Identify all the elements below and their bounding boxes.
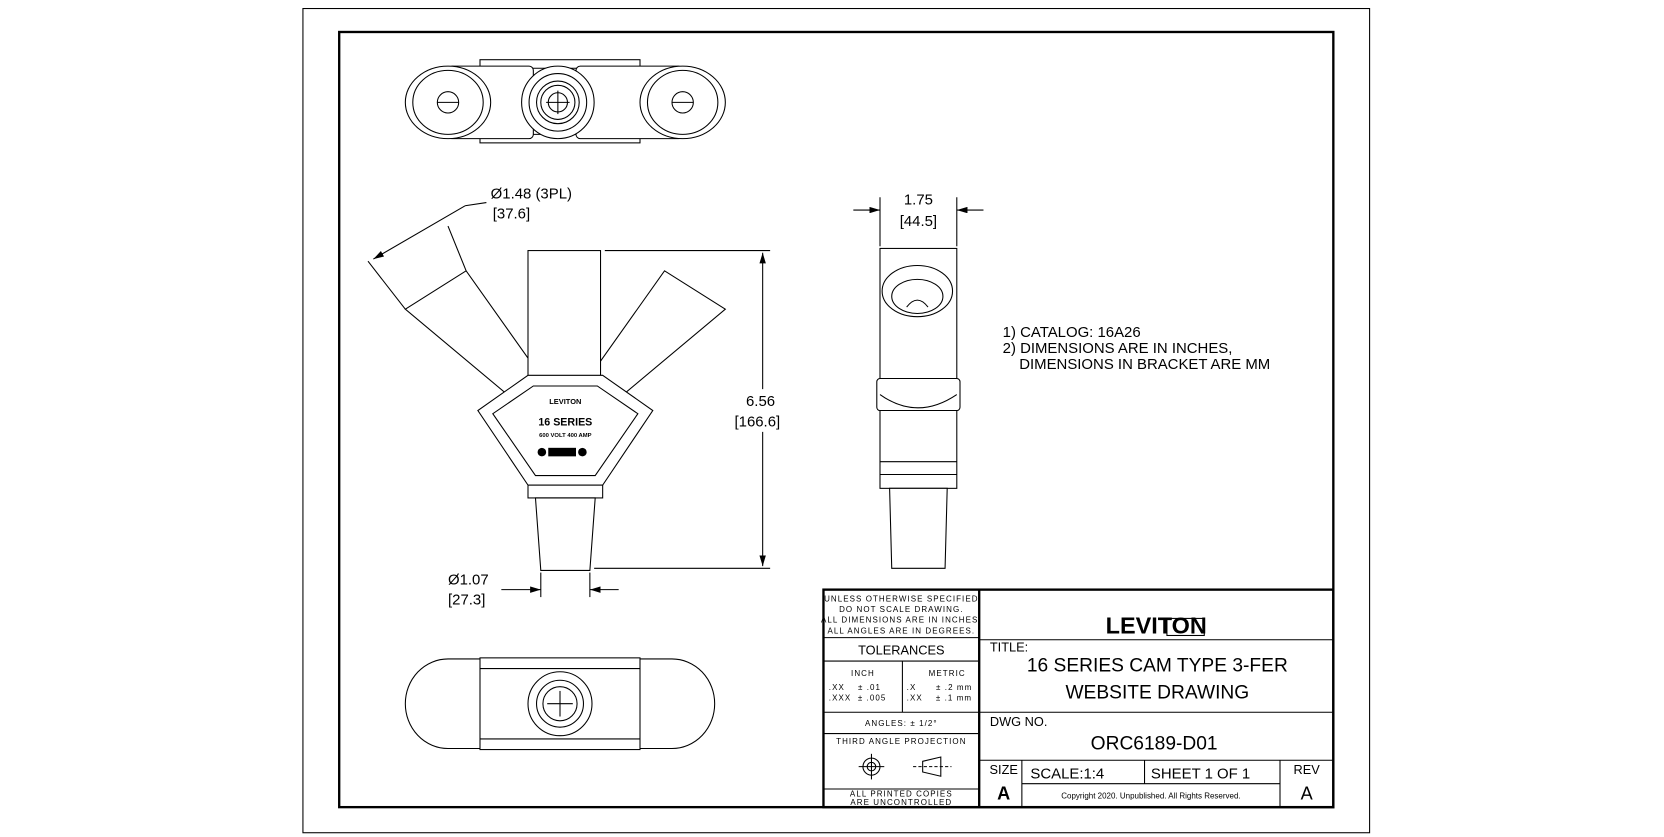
svg-text:LEVITON: LEVITON xyxy=(1106,612,1207,638)
drawing-title: WEBSITE DRAWING xyxy=(1065,682,1249,703)
width-mm: [44.5] xyxy=(900,213,937,230)
side-view xyxy=(876,247,961,569)
drawing-notes: 1) CATALOG: 16A26 2) DIMENSIONS ARE IN I… xyxy=(1003,324,1271,373)
title-label: TITLE: xyxy=(990,639,1028,654)
outer-border xyxy=(302,7,1371,834)
leg-diameter-mm: [37.6] xyxy=(493,206,530,223)
tail-diameter-value: Ø1.07 xyxy=(448,571,489,588)
rev-label: REV xyxy=(1294,762,1321,777)
drawing-title: 16 SERIES CAM TYPE 3-FER xyxy=(1027,656,1288,677)
note-line: DIMENSIONS IN BRACKET ARE MM xyxy=(1003,356,1271,373)
inch-tolerance: .XXX ± .005 xyxy=(829,694,887,703)
width-dimension: 1.75 [44.5] xyxy=(853,192,984,247)
tail-diameter-mm: [27.3] xyxy=(448,592,485,609)
general-note: ALL DIMENSIONS ARE IN INCHES. xyxy=(821,616,982,625)
front-view: LEVITON 16 SERIES 600 VOLT 400 AMP xyxy=(404,250,727,571)
height-mm: [166.6] xyxy=(735,413,781,430)
inch-tolerance: .XX ± .01 xyxy=(829,683,881,692)
size-value: A xyxy=(997,784,1010,804)
printed-copies-note: ARE UNCONTROLLED xyxy=(850,798,952,807)
metric-tolerance: .XX ± .1 mm xyxy=(907,694,972,703)
general-note: UNLESS OTHERWISE SPECIFIED xyxy=(824,594,978,603)
note-line: 2) DIMENSIONS ARE IN INCHES, xyxy=(1003,340,1233,357)
dwg-no-label: DWG NO. xyxy=(990,714,1048,729)
bottom-view xyxy=(404,657,716,751)
metric-tolerance: .X ± .2 mm xyxy=(907,683,973,692)
rev-value: A xyxy=(1301,784,1314,804)
angles-tolerance: ANGLES: ± 1/2° xyxy=(865,719,938,728)
product-label-brand: LEVITON xyxy=(549,397,581,406)
third-angle-projection-icon xyxy=(858,753,952,780)
copyright: Copyright 2020. Unpublished. All Rights … xyxy=(1061,792,1240,801)
sheet: SHEET 1 OF 1 xyxy=(1151,765,1250,782)
note-line: 1) CATALOG: 16A26 xyxy=(1003,324,1141,341)
leg-diameter-dimension: Ø1.48 (3PL) [37.6] xyxy=(367,185,572,310)
height-dimension: 6.56 [166.6] xyxy=(594,250,781,569)
projection-label: THIRD ANGLE PROJECTION xyxy=(836,737,966,746)
metric-label: METRIC xyxy=(929,669,966,678)
scale: SCALE:1:4 xyxy=(1030,765,1104,782)
size-label: SIZE xyxy=(990,762,1018,777)
tail-diameter-dimension: Ø1.07 [27.3] xyxy=(448,571,619,609)
tolerances-label: TOLERANCES xyxy=(858,643,944,658)
general-note: ALL ANGLES ARE IN DEGREES. xyxy=(827,626,975,635)
product-label-series: 16 SERIES xyxy=(538,416,592,428)
height-value: 6.56 xyxy=(746,393,775,410)
dwg-no: ORC6189-D01 xyxy=(1091,734,1218,755)
title-block: UNLESS OTHERWISE SPECIFIED DO NOT SCALE … xyxy=(821,588,1335,809)
inch-label: INCH xyxy=(851,669,875,678)
general-note: DO NOT SCALE DRAWING. xyxy=(839,605,963,614)
top-view xyxy=(404,59,726,144)
width-value: 1.75 xyxy=(904,192,933,209)
product-label-rating: 600 VOLT 400 AMP xyxy=(539,433,592,439)
leviton-logo: LEVITON xyxy=(1106,612,1207,638)
leg-diameter-value: Ø1.48 (3PL) xyxy=(491,185,572,202)
printed-copies-note: ALL PRINTED COPIES xyxy=(850,789,953,798)
